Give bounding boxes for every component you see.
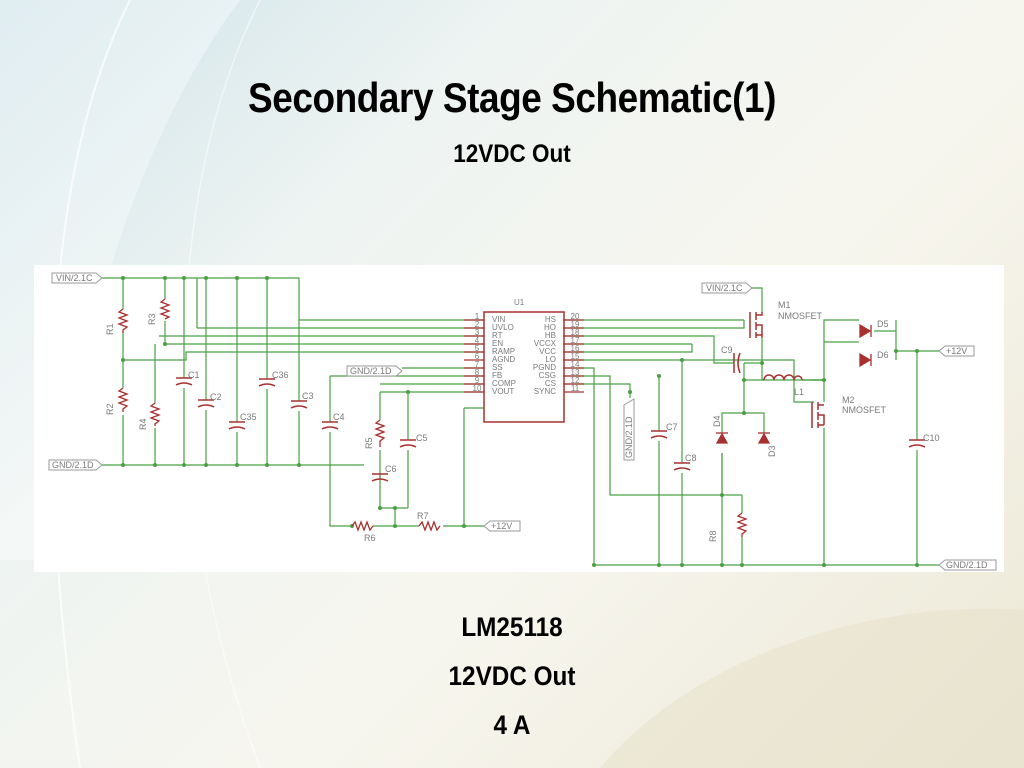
part-c6: C6 xyxy=(385,464,397,474)
part-c35: C35 xyxy=(240,412,257,422)
ic-pin-number: 3 xyxy=(475,328,480,337)
net-vin-mosfet: VIN/2.1C xyxy=(706,283,743,293)
part-c3: C3 xyxy=(302,391,314,401)
caption-part-number: LM25118 xyxy=(461,612,563,642)
ic-pin-number: 19 xyxy=(571,320,580,329)
part-c36: C36 xyxy=(272,370,289,380)
ic-pin-number: 4 xyxy=(475,336,480,345)
ic-pin-name: LO xyxy=(545,355,556,364)
ic-pin-number: 6 xyxy=(475,352,480,361)
ic-pin-number: 17 xyxy=(571,336,580,345)
part-r6: R6 xyxy=(364,533,376,543)
ic-pin-number: 16 xyxy=(571,344,580,353)
part-r2: R2 xyxy=(105,403,115,415)
ic-pin-number: 14 xyxy=(571,360,580,369)
part-c10: C10 xyxy=(923,433,940,443)
ic-pin-name: CSG xyxy=(539,371,556,380)
net-out-right: +12V xyxy=(946,346,967,356)
part-r7: R7 xyxy=(417,511,429,521)
caption-output-current: 4 A xyxy=(493,710,531,740)
ic-pin-name: HO xyxy=(544,323,556,332)
net-gnd-left: GND/2.1D xyxy=(52,460,94,470)
part-c5: C5 xyxy=(416,433,428,443)
schematic-diagram: U1 1 VIN 2 UVLO 3 RT 4 EN 5 RAMP 6 AGND 7 SS 8 FB 9 COMP 1… xyxy=(34,265,1004,572)
ic-pin-number: 18 xyxy=(571,328,580,337)
ic-pin-number: 7 xyxy=(475,360,480,369)
ic-pin-name: VCCX xyxy=(534,339,557,348)
ic-pin-name: RAMP xyxy=(492,347,515,356)
part-d6: D6 xyxy=(877,350,889,360)
part-r4: R4 xyxy=(138,418,148,430)
net-vin-left: VIN/2.1C xyxy=(56,273,93,283)
part-m2-type: NMOSFET xyxy=(842,405,887,415)
part-l1: L1 xyxy=(794,387,804,397)
ic-pin-name: VIN xyxy=(492,315,506,324)
ic-pin-name: FB xyxy=(492,371,502,380)
part-c7: C7 xyxy=(666,422,678,432)
part-d3: D3 xyxy=(767,445,777,457)
ic-pin-number: 2 xyxy=(475,320,480,329)
ic-pin-name: AGND xyxy=(492,355,515,364)
part-r1: R1 xyxy=(105,323,115,335)
net-gnd-cs: GND/2.1D xyxy=(624,416,634,458)
part-r8: R8 xyxy=(708,530,718,542)
caption-output-voltage: 12VDC Out xyxy=(448,661,576,691)
net-gnd-right: GND/2.1D xyxy=(946,560,988,570)
part-c2: C2 xyxy=(210,392,222,402)
ic-pin-name: PGND xyxy=(533,363,556,372)
ic-pin-number: 8 xyxy=(475,368,480,377)
ic-pin-number: 11 xyxy=(571,384,580,393)
part-r5: R5 xyxy=(364,437,374,449)
ic-pin-number: 15 xyxy=(571,352,580,361)
ic-pin-number: 5 xyxy=(475,344,480,353)
ic-pin-name: RT xyxy=(492,331,503,340)
ic-pin-name: SS xyxy=(492,363,503,372)
ic-pin-name: COMP xyxy=(492,379,516,388)
ic-pin-name: EN xyxy=(492,339,503,348)
ic-pin-number: 1 xyxy=(475,312,480,321)
ic-pin-number: 9 xyxy=(475,376,480,385)
slide-title: Secondary Stage Schematic(1) xyxy=(248,74,776,121)
part-c9: C9 xyxy=(721,345,733,355)
part-m1: M1 xyxy=(778,300,791,310)
ic-pin-number: 10 xyxy=(473,384,482,393)
part-d5: D5 xyxy=(877,319,889,329)
part-r3: R3 xyxy=(147,313,157,325)
ic-pin-name: HB xyxy=(545,331,556,340)
ic-pin-name: CS xyxy=(545,379,556,388)
part-m1-type: NMOSFET xyxy=(778,311,823,321)
ic-label: U1 xyxy=(514,298,525,307)
part-c8: C8 xyxy=(685,453,697,463)
ic-pin-name: VCC xyxy=(539,347,556,356)
part-d4: D4 xyxy=(712,415,722,427)
net-out-bottom: +12V xyxy=(491,521,512,531)
ic-pin-name: SYNC xyxy=(534,387,556,396)
net-gnd-mid: GND/2.1D xyxy=(350,366,392,376)
part-c4: C4 xyxy=(333,412,345,422)
ic-pin-number: 20 xyxy=(571,312,580,321)
part-m2: M2 xyxy=(842,395,855,405)
ic-pin-number: 13 xyxy=(571,368,580,377)
ic-pin-name: UVLO xyxy=(492,323,514,332)
ic-pin-name: VOUT xyxy=(492,387,514,396)
ic-pin-name: HS xyxy=(545,315,556,324)
ic-pin-number: 12 xyxy=(571,376,580,385)
part-c1: C1 xyxy=(188,370,200,380)
slide-subtitle: 12VDC Out xyxy=(453,140,571,168)
